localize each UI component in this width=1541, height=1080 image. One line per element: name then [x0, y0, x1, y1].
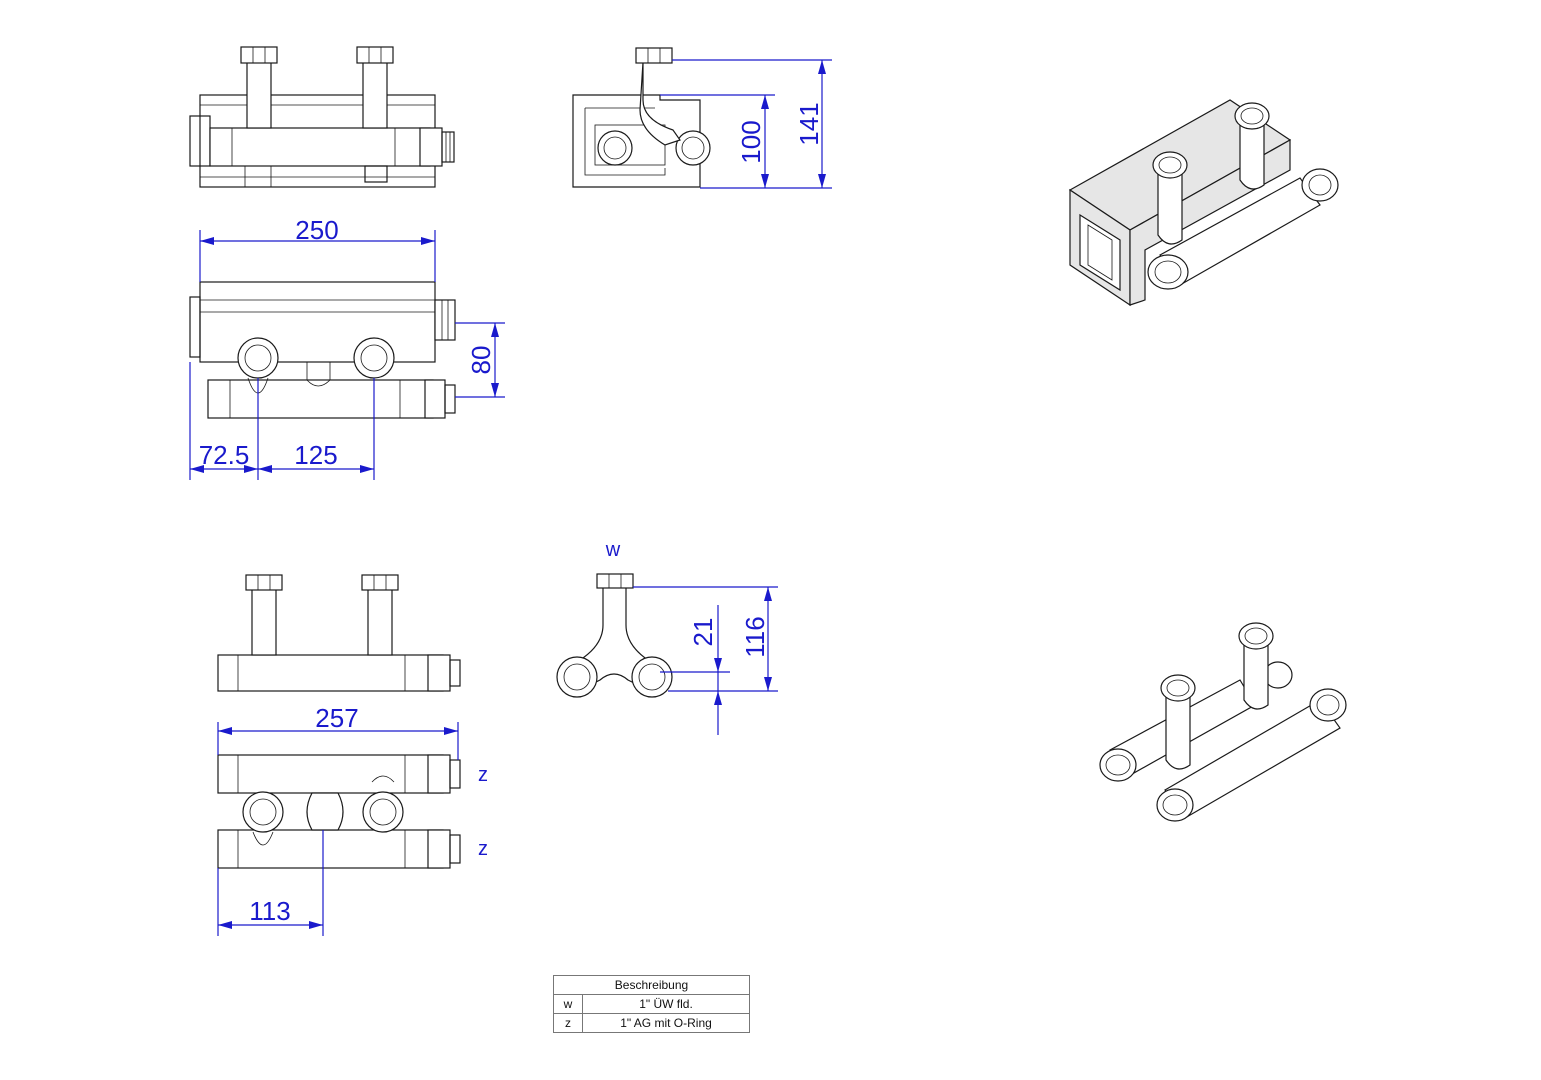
- dimension-141-label: 141: [794, 102, 824, 145]
- dimension-116: 116: [633, 586, 778, 692]
- top-plan-view: [189, 46, 455, 188]
- top-isometric-view: [1068, 99, 1339, 307]
- dimension-72-5-label: 72.5: [199, 440, 250, 470]
- dimension-113-label: 113: [249, 896, 290, 926]
- dimension-80: 80: [455, 322, 505, 398]
- connection-label-w: w: [605, 539, 621, 561]
- legend-header: Beschreibung: [553, 975, 750, 995]
- dimension-141: 141: [672, 59, 832, 189]
- top-side-view: [572, 47, 711, 188]
- dimension-250: 250: [199, 215, 436, 282]
- top-front-view: [189, 281, 456, 419]
- dimension-21-label: 21: [688, 618, 718, 647]
- dimension-113: 113: [217, 830, 324, 936]
- legend-value: 1" ÜW fld.: [582, 994, 750, 1014]
- dimension-72-5-and-125: 72.5 125: [189, 362, 375, 480]
- legend-key: w: [553, 994, 583, 1014]
- dimension-257-label: 257: [315, 703, 358, 733]
- connection-label-z-upper: z: [478, 764, 488, 786]
- dimension-21: 21: [660, 605, 730, 735]
- bottom-isometric-view: [1099, 622, 1347, 822]
- bottom-front-view: [217, 754, 461, 869]
- dimension-100: 100: [660, 94, 775, 188]
- connection-label-z-lower: z: [478, 838, 488, 860]
- dimension-116-label: 116: [740, 616, 770, 657]
- legend-value: 1" AG mit O-Ring: [582, 1013, 750, 1033]
- legend-row: z 1" AG mit O-Ring: [553, 1013, 750, 1033]
- dimension-125-label: 125: [294, 440, 337, 470]
- legend-table: Beschreibung w 1" ÜW fld. z 1" AG mit O-…: [553, 975, 750, 1033]
- bottom-side-view: [556, 573, 673, 698]
- legend-row: w 1" ÜW fld.: [553, 994, 750, 1014]
- dimension-100-label: 100: [736, 120, 766, 163]
- legend-key: z: [553, 1013, 583, 1033]
- dimension-80-label: 80: [466, 346, 496, 375]
- dimension-257: 257: [217, 703, 459, 760]
- dimension-250-label: 250: [295, 215, 338, 245]
- bottom-top-view: [217, 574, 461, 692]
